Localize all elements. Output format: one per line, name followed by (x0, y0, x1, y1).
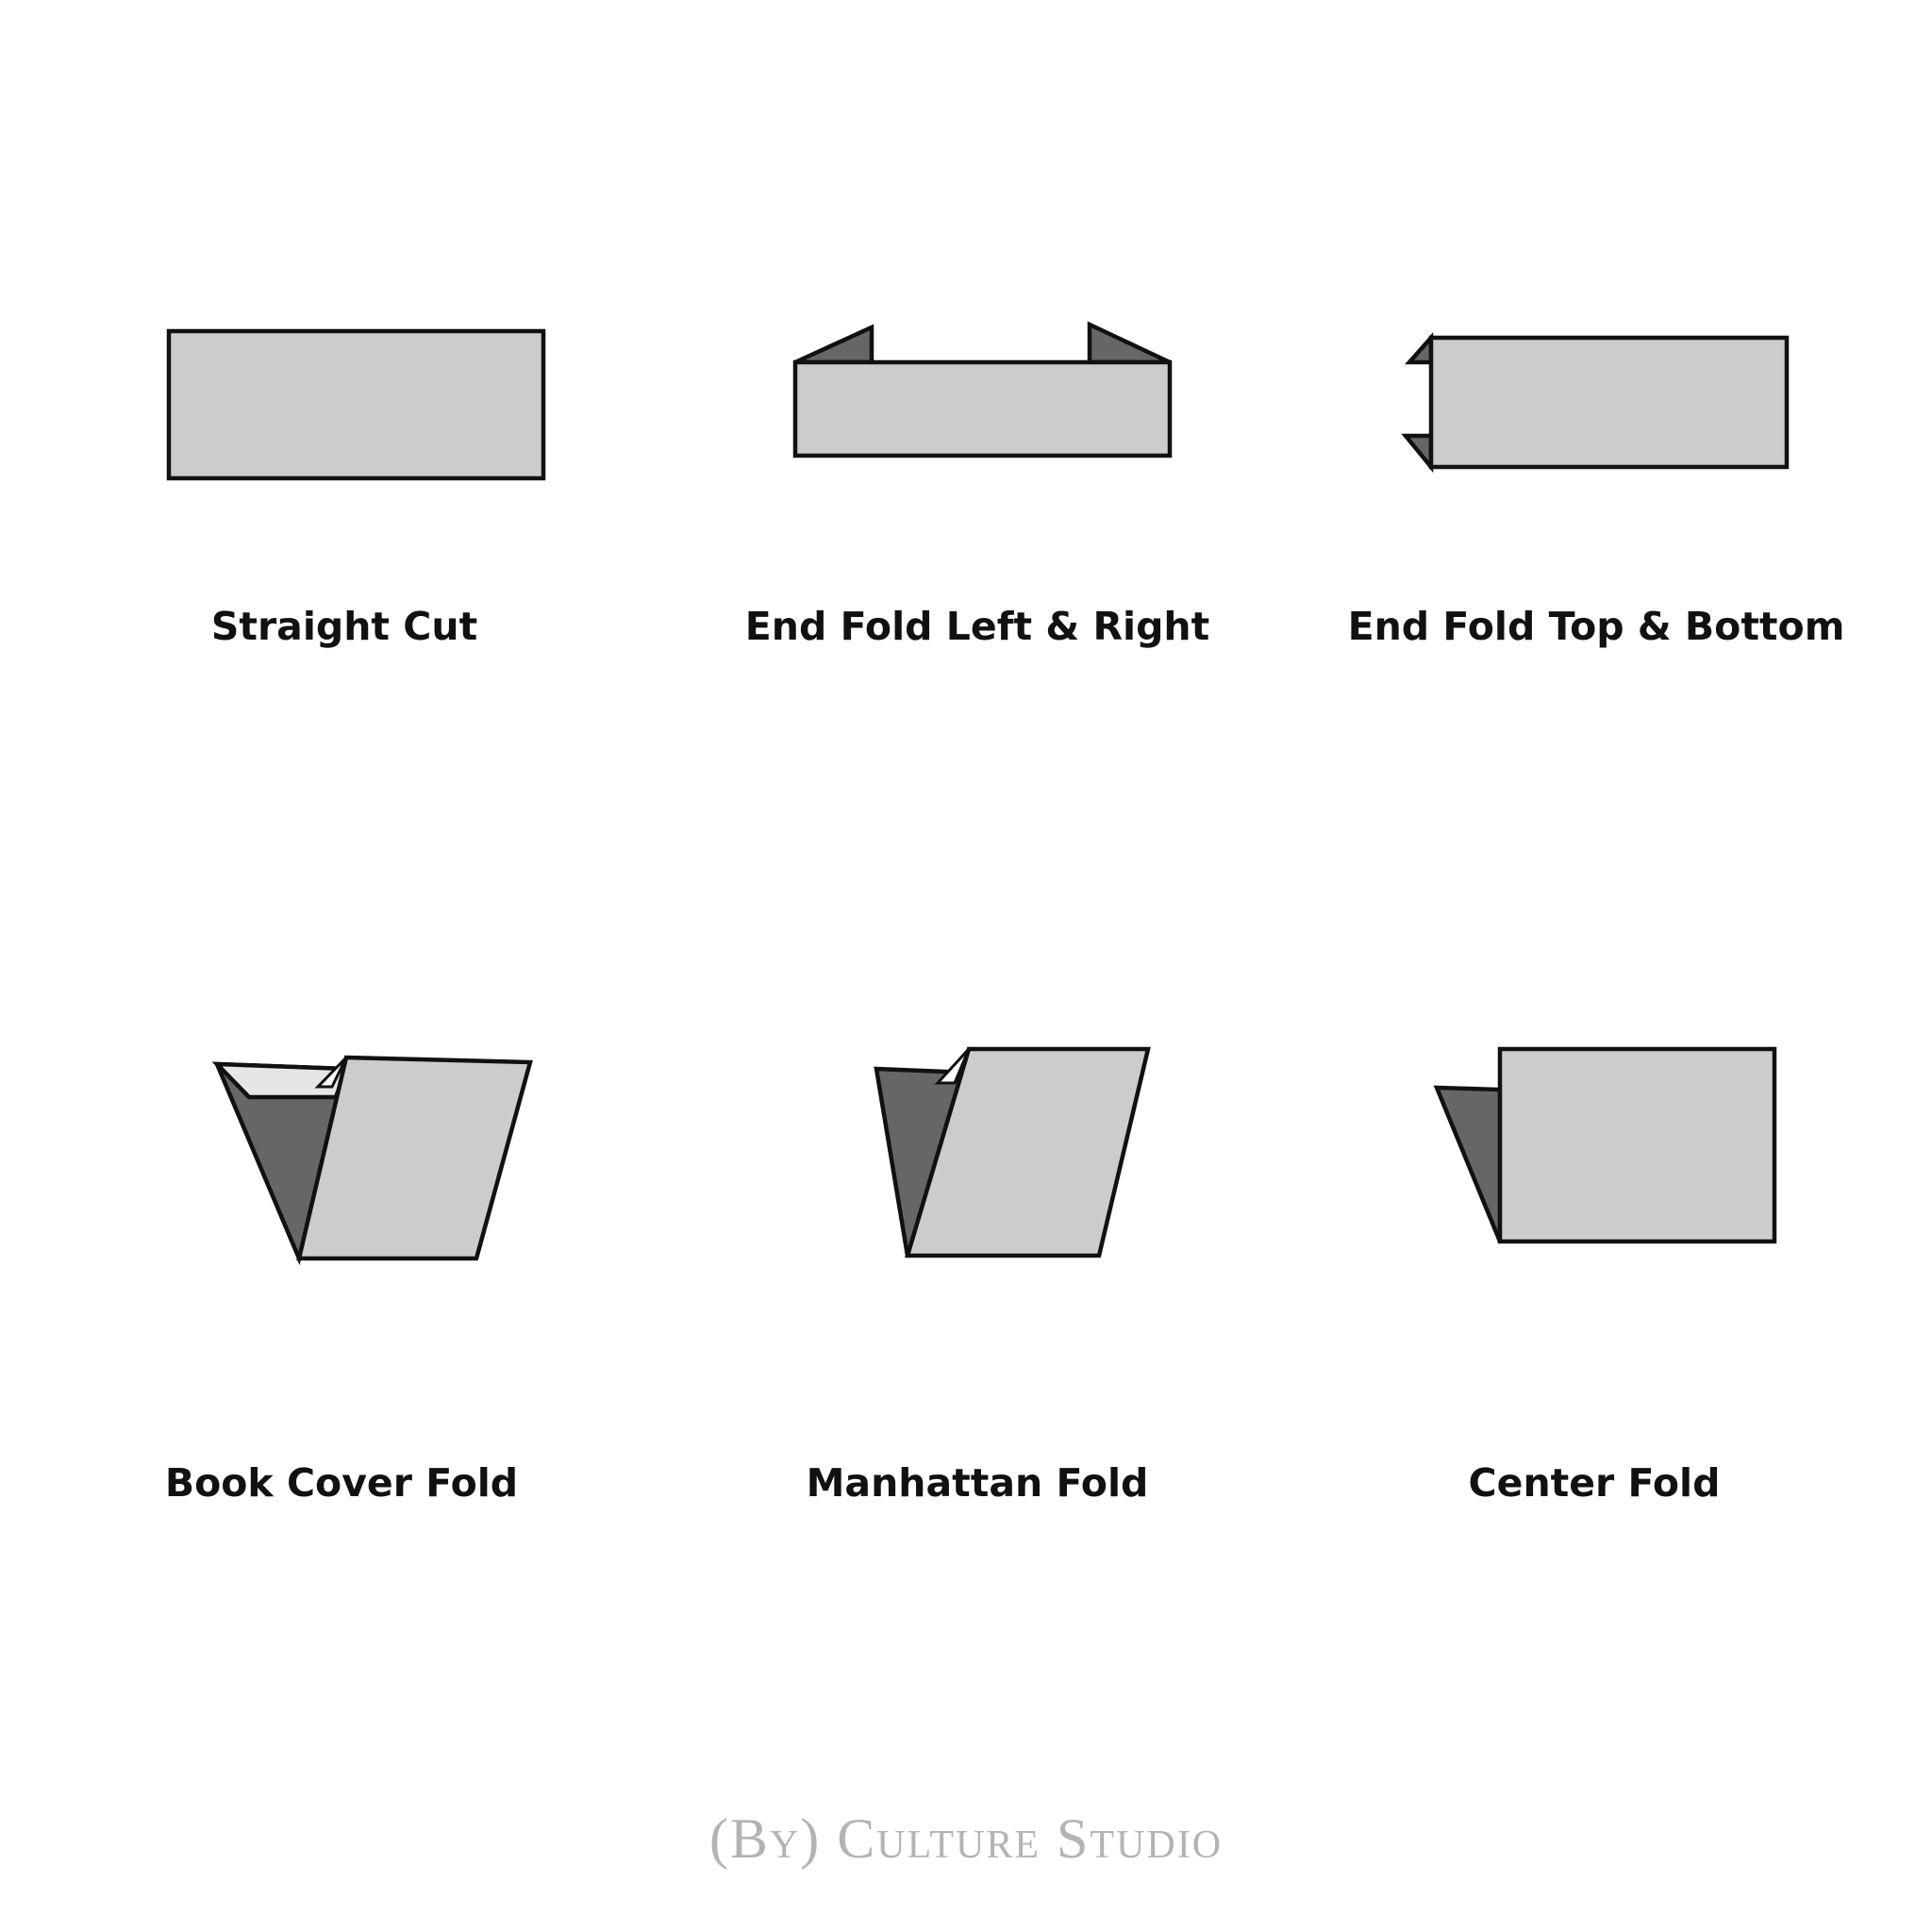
studio-credit: (By) Culture Studio (708, 1807, 1224, 1870)
fold-label-straight-cut: Straight Cut (210, 604, 478, 649)
fold-label-end-fold-left-right: End Fold Left & Right (744, 604, 1210, 649)
end-fold-left-right-icon (792, 321, 1173, 458)
fold-label-manhattan-fold: Manhattan Fold (806, 1460, 1149, 1506)
fold-label-book-cover-fold: Book Cover Fold (164, 1460, 519, 1506)
manhattan-fold-icon (874, 1046, 1151, 1258)
fold-label-center-fold: Center Fold (1468, 1460, 1721, 1506)
fold-label-end-fold-top-bottom: End Fold Top & Bottom (1347, 604, 1845, 649)
straight-cut-icon (166, 328, 546, 481)
center-fold-icon (1433, 1046, 1777, 1244)
book-cover-fold-icon (211, 1055, 533, 1266)
end-fold-top-bottom-icon (1401, 332, 1790, 474)
